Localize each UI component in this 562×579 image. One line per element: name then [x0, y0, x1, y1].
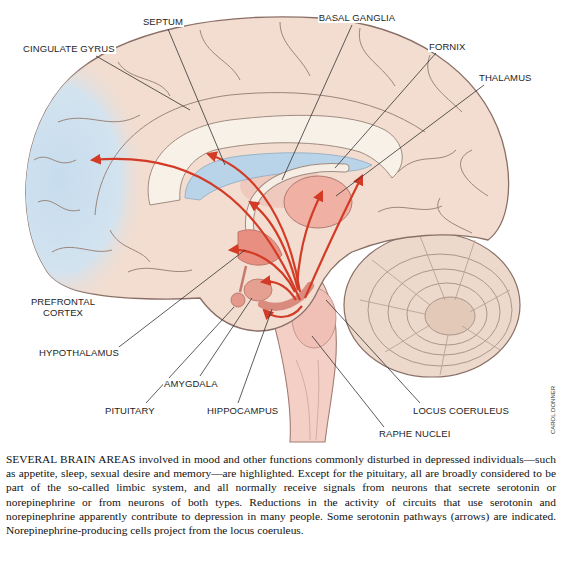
part-label: LOCUS COERULEUS	[412, 405, 510, 416]
cerebrum	[0, 17, 509, 331]
leader-line	[282, 25, 352, 180]
leader-line	[146, 307, 234, 403]
cerebellum	[388, 269, 500, 355]
cerebrum	[280, 22, 310, 76]
part-label: RAPHE NUCLEI	[378, 428, 451, 439]
part-label: FORNIX	[428, 41, 467, 52]
leader-line	[312, 336, 384, 427]
cerebellum	[360, 236, 510, 375]
cerebrum	[428, 55, 462, 112]
serotonin-arrows	[92, 154, 362, 317]
serotonin-arrows	[250, 202, 298, 290]
corpus-callosum	[148, 115, 402, 205]
part-label: CINGULATE GYRUS	[22, 43, 116, 54]
cerebrum	[118, 62, 170, 96]
cerebrum	[438, 198, 472, 233]
cerebrum	[110, 230, 150, 262]
caption: SEVERAL BRAIN AREAS involved in mood and…	[6, 452, 556, 537]
leader-line	[96, 56, 190, 110]
cerebrum	[200, 30, 240, 80]
cerebellum	[344, 233, 520, 377]
part-label: PREFRONTAL CORTEX	[25, 296, 101, 318]
serotonin-arrows	[230, 250, 295, 292]
hypothalamus	[238, 230, 282, 265]
leader-line	[336, 85, 484, 196]
cerebrum	[0, 60, 146, 300]
leader-line	[335, 53, 436, 168]
leader-line	[168, 29, 225, 165]
part-label: BASAL GANGLIA	[318, 12, 396, 23]
leader-line	[115, 250, 245, 350]
cerebrum	[58, 115, 140, 122]
cerebrum	[34, 22, 488, 272]
cerebrum	[34, 157, 76, 163]
cerebrum	[128, 268, 192, 272]
part-label: HIPPOCAMPUS	[206, 405, 279, 416]
cerebrum	[398, 150, 456, 172]
pituitary	[231, 266, 246, 307]
leader-line	[200, 298, 252, 376]
serotonin-arrows	[262, 282, 296, 300]
cerebrum	[52, 247, 112, 252]
cerebrum	[461, 150, 488, 196]
serotonin-arrows	[297, 192, 322, 286]
part-label: SEPTUM	[142, 16, 184, 27]
pituitary	[231, 293, 245, 307]
leader-line	[238, 309, 272, 403]
leader-line	[326, 300, 420, 403]
serotonin-arrows	[305, 176, 362, 298]
cerebrum	[378, 206, 442, 212]
cerebrum	[359, 28, 395, 86]
cerebellum	[344, 233, 520, 377]
hypothalamus	[238, 230, 282, 265]
leader-line	[96, 25, 484, 427]
cerebrum	[38, 200, 80, 210]
credit-label: CAROL DONNER	[550, 386, 556, 434]
part-label: THALAMUS	[478, 72, 533, 83]
brainstem	[296, 360, 319, 440]
serotonin-arrows	[208, 154, 300, 292]
part-label: PITUITARY	[104, 405, 156, 416]
part-label: AMYGDALA	[163, 378, 219, 389]
part-label: HYPOTHALAMUS	[38, 347, 120, 358]
serotonin-arrows	[92, 159, 300, 300]
cerebellum	[407, 283, 487, 345]
cerebrum	[0, 60, 146, 300]
corpus-callosum	[148, 115, 402, 205]
